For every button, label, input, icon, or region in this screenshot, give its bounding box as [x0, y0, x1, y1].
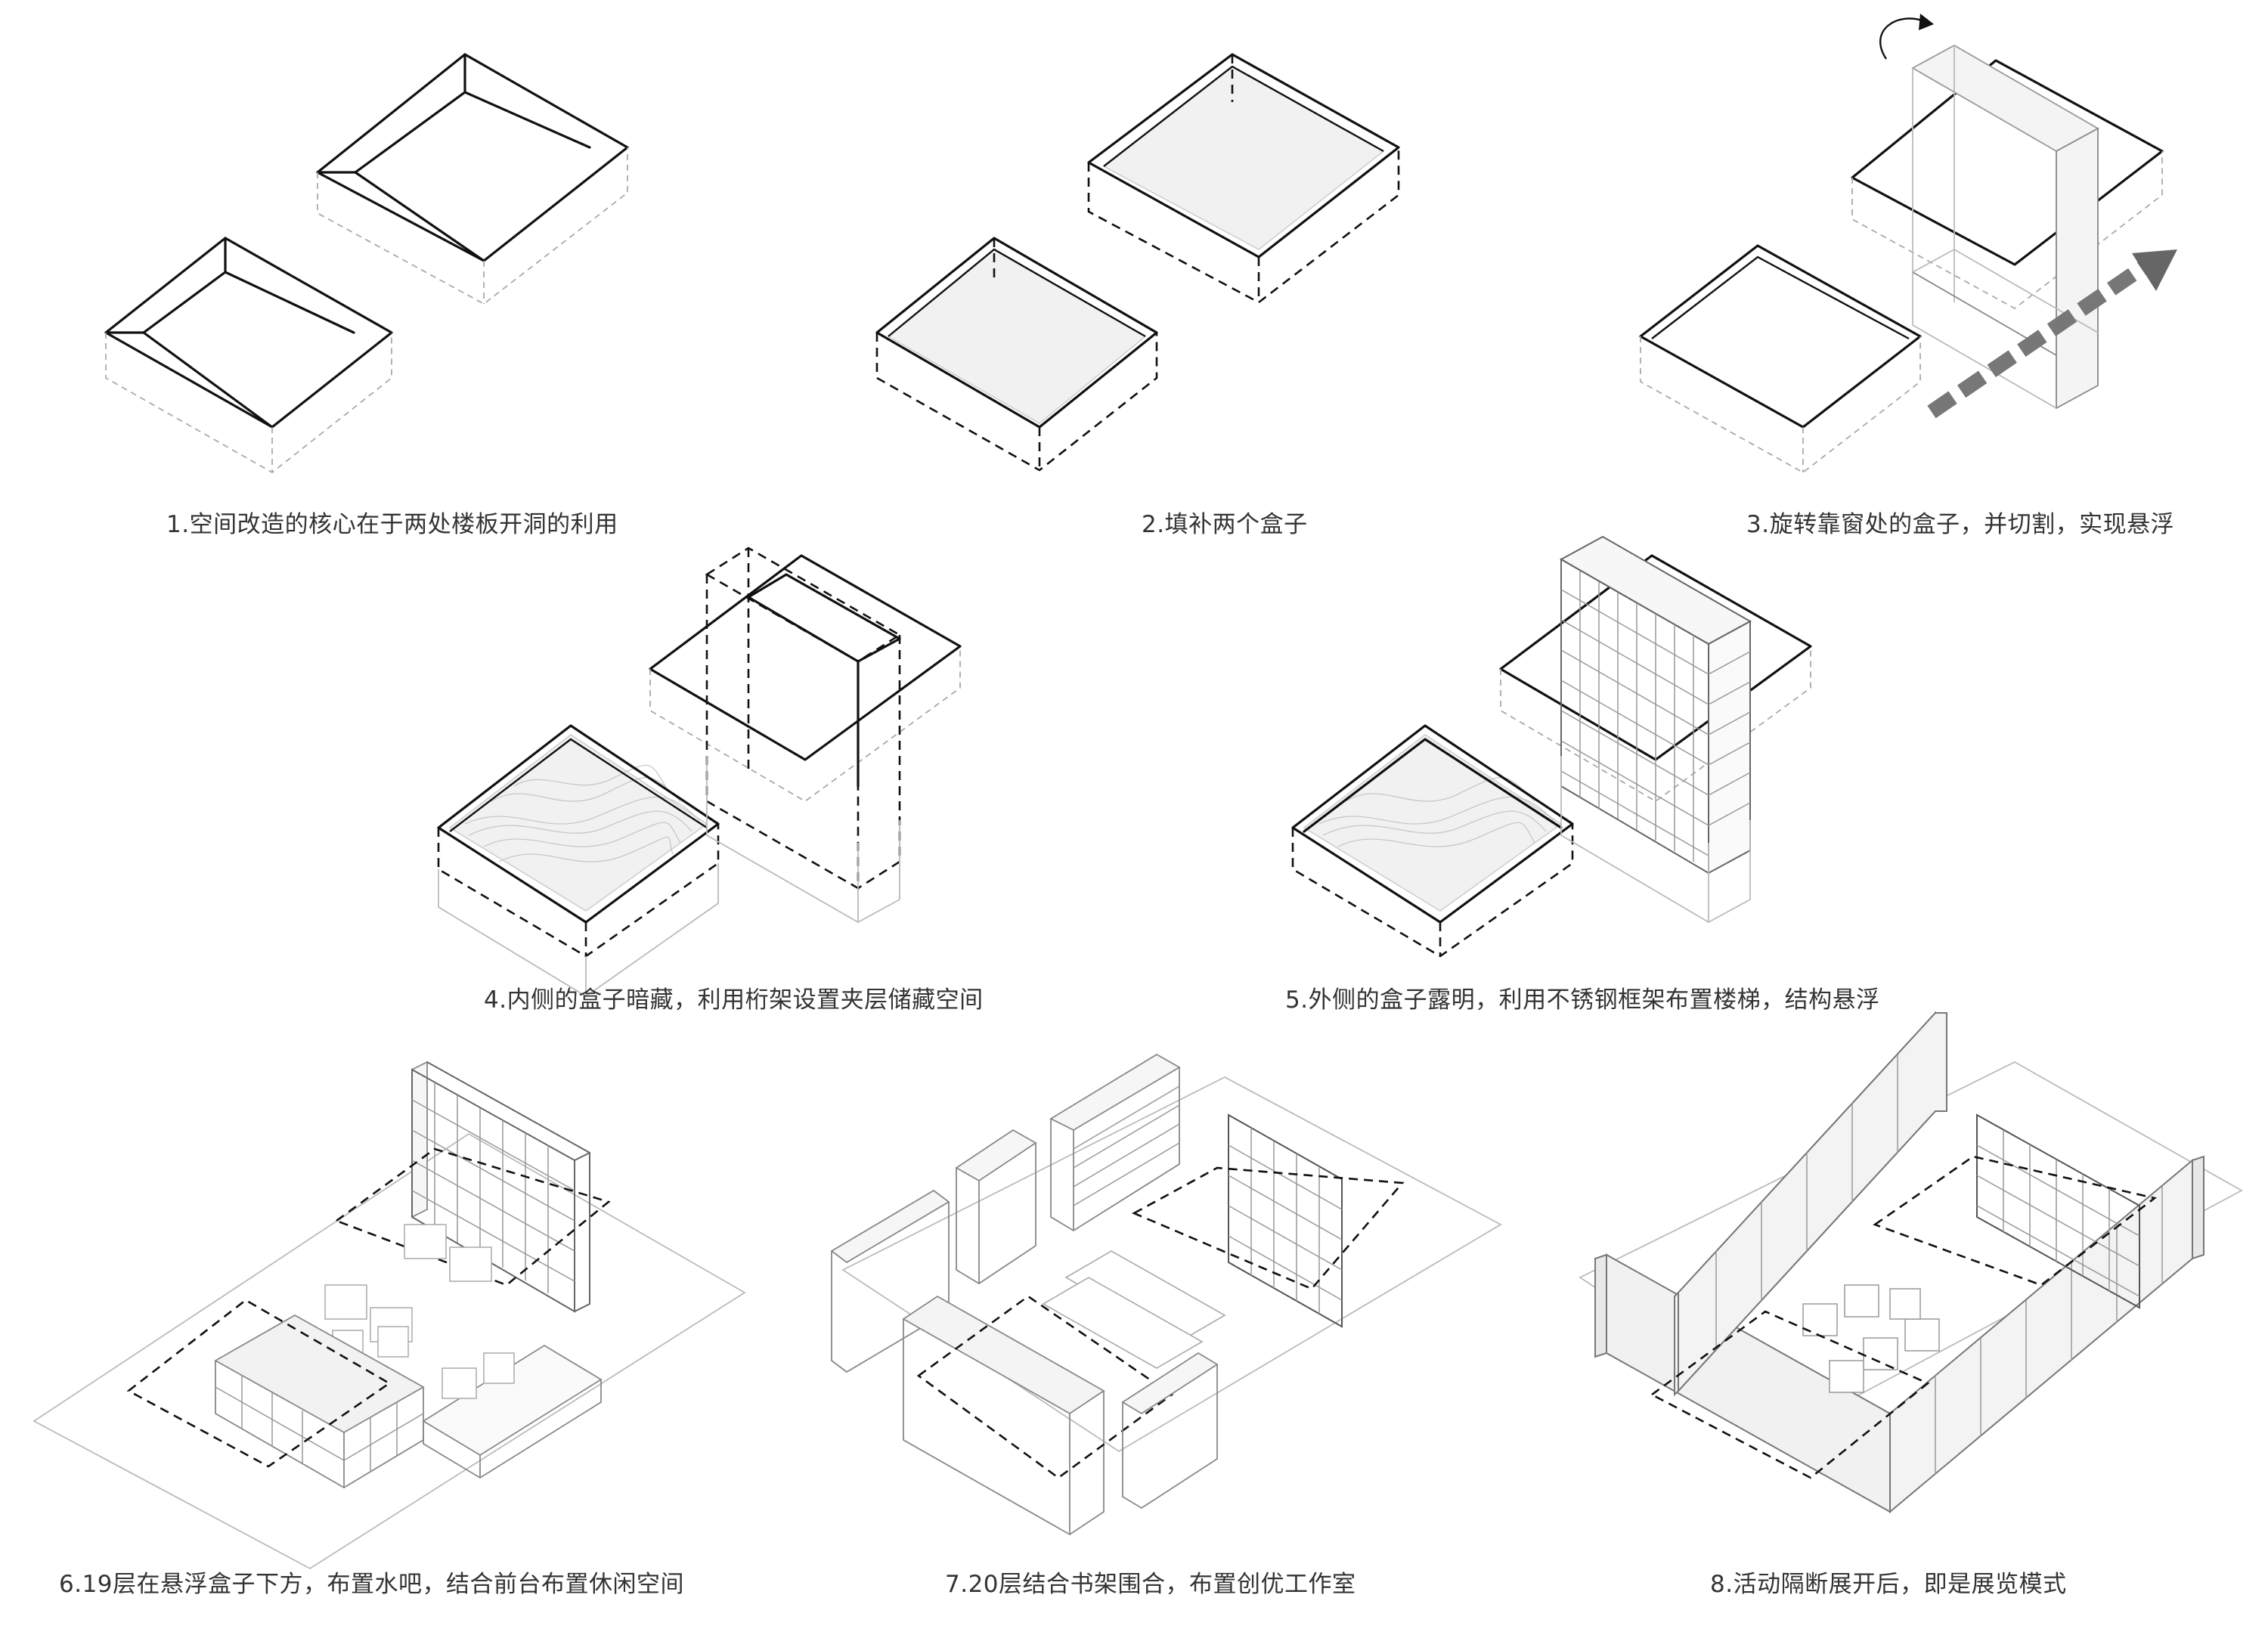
move-arrow-icon: [1927, 249, 2177, 419]
step-7-drawing: [830, 1053, 1502, 1536]
caption-step-5: 5.外侧的盒子露明，利用不锈钢框架布置楼梯，结构悬浮: [1285, 986, 1880, 1014]
step-6-drawing: [33, 1061, 746, 1570]
step-8-drawing: [1579, 1011, 2243, 1514]
caption-step-1: 1.空间改造的核心在于两处楼板开洞的利用: [166, 511, 618, 538]
caption-step-7: 7.20层结合书架围合，布置创优工作室: [945, 1571, 1356, 1598]
step-4-drawing: [437, 547, 962, 998]
step-1-drawing: [104, 53, 629, 474]
step-2-drawing: [875, 53, 1400, 472]
caption-step-2: 2.填补两个盒子: [1142, 511, 1308, 538]
step-3-drawing: [1639, 14, 2177, 474]
caption-step-8: 8.活动隔断展开后，即是展览模式: [1710, 1571, 2067, 1598]
step-5-drawing: [1291, 535, 1812, 958]
caption-step-4: 4.内侧的盒子暗藏，利用桁架设置夹层储藏空间: [484, 986, 984, 1014]
caption-step-6: 6.19层在悬浮盒子下方，布置水吧，结合前台布置休闲空间: [59, 1571, 685, 1598]
caption-step-3: 3.旋转靠窗处的盒子，并切割，实现悬浮: [1746, 511, 2175, 538]
